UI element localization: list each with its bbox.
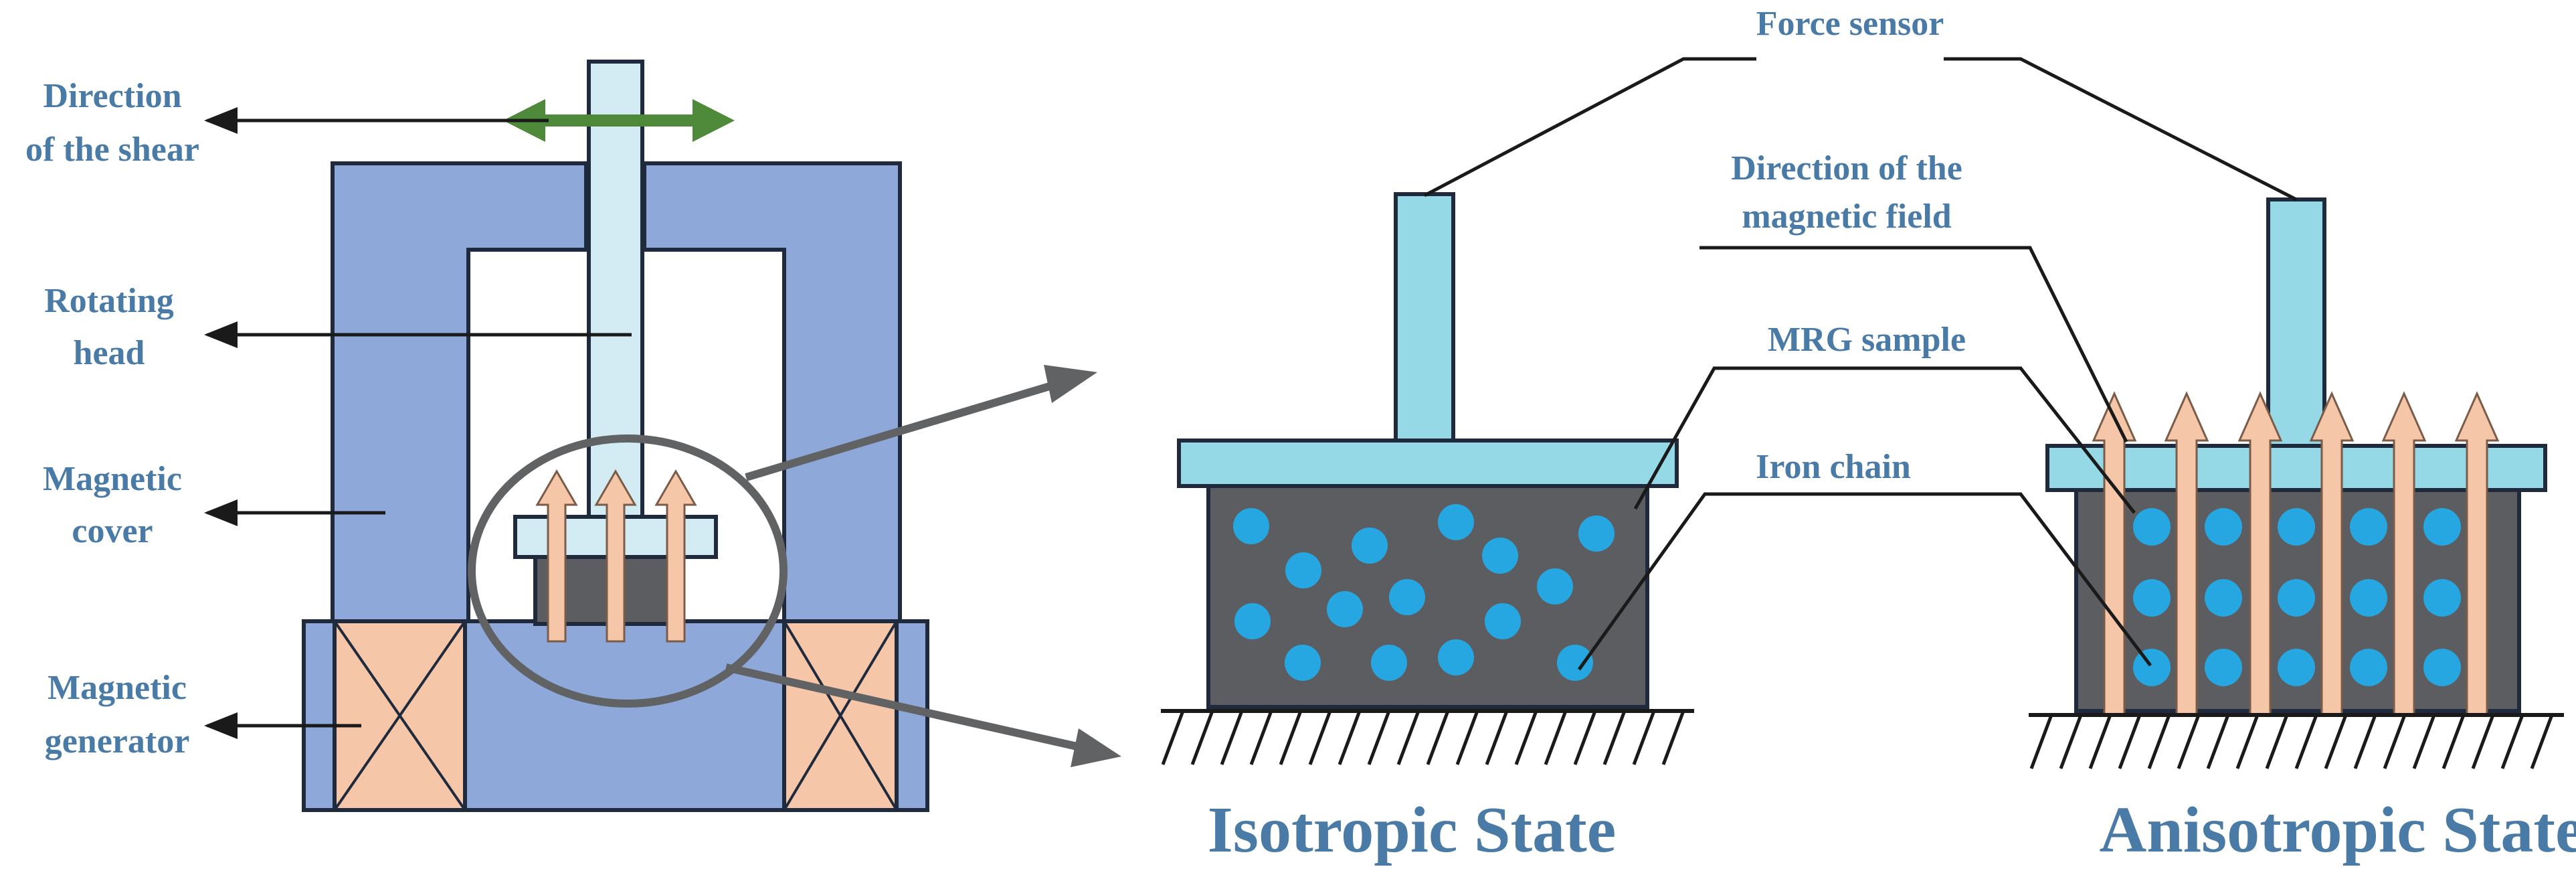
iso-particle-11	[1485, 603, 1521, 639]
aniso-hatch-line-13	[2385, 715, 2405, 769]
coil-right	[784, 621, 897, 810]
title-anisotropic: Anisotropic State	[2100, 794, 2576, 866]
isotropic-setup	[1161, 194, 1694, 765]
iso-particle-5	[1285, 552, 1321, 588]
iso-particle-8	[1537, 568, 1573, 605]
iso-hatch-line-1	[1163, 711, 1183, 765]
right-labels: Force sensor Direction of the magnetic f…	[1731, 5, 1966, 486]
iso-sensor-column	[1396, 194, 1453, 443]
aniso-hatch-line-5	[2149, 715, 2169, 769]
rotating-head-shaft	[589, 62, 642, 517]
aniso-particle-7	[2278, 508, 2315, 546]
iso-hatch-line-10	[1428, 711, 1448, 765]
anisotropic-setup	[2029, 199, 2564, 769]
aniso-hatch-line-11	[2326, 715, 2346, 769]
iso-particle-7	[1389, 579, 1425, 615]
iso-particle-15	[1557, 645, 1593, 681]
iso-hatch-line-4	[1251, 711, 1271, 765]
iso-ground-hatch	[1163, 711, 1683, 765]
label-field-line1: Direction of the	[1731, 149, 1962, 187]
label-shear-line1: Direction	[43, 77, 182, 115]
iso-hatch-line-3	[1222, 711, 1242, 765]
aniso-hatch-line-15	[2444, 715, 2464, 769]
aniso-particle-15	[2423, 649, 2461, 686]
iso-hatch-line-11	[1457, 711, 1477, 765]
aniso-hatch-line-7	[2208, 715, 2228, 769]
aniso-particle-9	[2278, 649, 2315, 686]
iso-particle-4	[1578, 515, 1615, 552]
iso-hatch-line-15	[1575, 711, 1595, 765]
rheometer-assembly	[304, 62, 1121, 810]
aniso-sensor-column	[2268, 199, 2324, 446]
iso-hatch-line-16	[1604, 711, 1625, 765]
aniso-hatch-line-3	[2090, 715, 2110, 769]
iso-particle-10	[1327, 591, 1363, 627]
aniso-particle-4	[2205, 508, 2242, 546]
aniso-particle-12	[2350, 649, 2387, 686]
title-isotropic: Isotropic State	[1208, 794, 1617, 866]
label-cover-line1: Magnetic	[43, 460, 182, 498]
iso-hatch-line-17	[1634, 711, 1654, 765]
label-generator-line2: generator	[45, 722, 190, 760]
aniso-hatch-line-8	[2237, 715, 2258, 769]
aniso-hatch-line-16	[2473, 715, 2493, 769]
iso-hatch-line-18	[1663, 711, 1683, 765]
iso-hatch-line-7	[1340, 711, 1360, 765]
iso-particle-6	[1482, 538, 1518, 574]
iso-particle-2	[1352, 528, 1388, 564]
aniso-hatch-line-6	[2179, 715, 2199, 769]
iso-particle-13	[1371, 645, 1407, 681]
iso-hatch-line-12	[1487, 711, 1507, 765]
aniso-hatch-line-1	[2031, 715, 2051, 769]
aniso-ground-hatch	[2031, 715, 2552, 769]
coil-left	[335, 621, 465, 810]
leader-force-sensor-right	[1944, 59, 2296, 199]
iso-particle-14	[1438, 639, 1474, 675]
aniso-hatch-line-2	[2061, 715, 2081, 769]
aniso-particle-14	[2423, 579, 2461, 617]
aniso-hatch-line-18	[2532, 715, 2552, 769]
iso-hatch-line-6	[1310, 711, 1330, 765]
aniso-particle-6	[2205, 649, 2242, 686]
label-iron-chain: Iron chain	[1756, 448, 1911, 486]
aniso-hatch-line-9	[2267, 715, 2287, 769]
aniso-particle-2	[2133, 579, 2171, 617]
label-field-line2: magnetic field	[1742, 197, 1951, 236]
iso-hatch-line-9	[1398, 711, 1418, 765]
leader-iron-chain	[1579, 494, 2150, 669]
aniso-hatch-line-12	[2355, 715, 2375, 769]
label-force-sensor: Force sensor	[1756, 5, 1944, 43]
aniso-particle-8	[2278, 579, 2315, 617]
aniso-particle-5	[2205, 579, 2242, 617]
iso-hatch-line-8	[1369, 711, 1389, 765]
aniso-particle-1	[2133, 508, 2171, 546]
iso-hatch-line-14	[1546, 711, 1566, 765]
label-shear-line2: of the shear	[25, 131, 199, 169]
aniso-hatch-line-14	[2414, 715, 2434, 769]
left-field-arrows	[537, 471, 695, 641]
iso-top-plate	[1179, 440, 1677, 486]
iso-hatch-line-5	[1281, 711, 1301, 765]
label-rotating-line1: Rotating	[44, 282, 174, 320]
leader-force-sensor-left	[1424, 59, 1756, 195]
iso-particle-1	[1233, 508, 1269, 544]
iso-particle-9	[1234, 603, 1271, 639]
iso-particle-12	[1285, 645, 1321, 681]
label-generator-line1: Magnetic	[48, 669, 187, 707]
aniso-particle-13	[2423, 508, 2461, 546]
aniso-particle-3	[2133, 649, 2171, 686]
label-cover-line2: cover	[72, 512, 153, 550]
aniso-hatch-line-17	[2502, 715, 2522, 769]
label-mrg-sample: MRG sample	[1768, 321, 1966, 359]
aniso-hatch-line-4	[2120, 715, 2140, 769]
iso-hatch-line-13	[1516, 711, 1536, 765]
label-rotating-line2: head	[74, 334, 145, 372]
aniso-hatch-line-10	[2296, 715, 2316, 769]
iso-particle-3	[1438, 504, 1474, 540]
aniso-particle-10	[2350, 508, 2387, 546]
iso-hatch-line-2	[1192, 711, 1212, 765]
aniso-particle-11	[2350, 579, 2387, 617]
